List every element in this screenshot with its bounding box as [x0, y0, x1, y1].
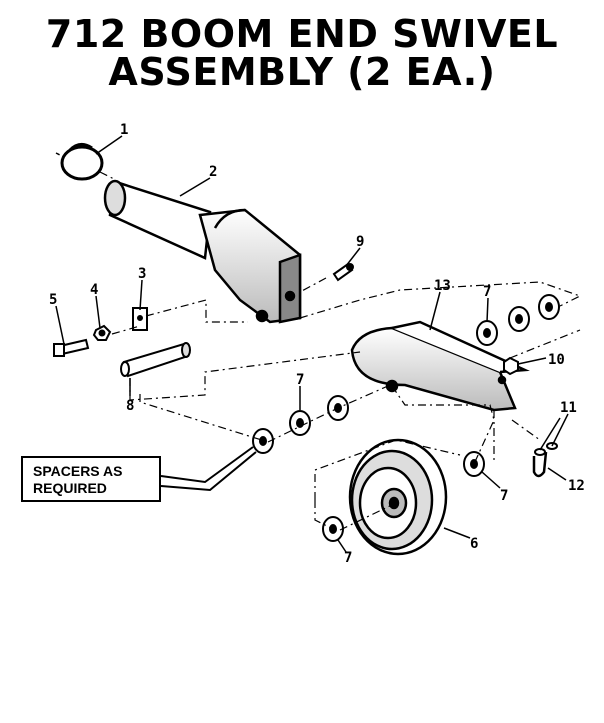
callout-4: 4 [90, 282, 98, 298]
spacers-note-line-2: REQUIRED [33, 480, 107, 496]
part-3-block [132, 307, 148, 331]
diagram-title-line-1: 712 BOOM END SWIVEL [45, 12, 559, 56]
callout-10: 10 [548, 352, 565, 368]
spacers-note: SPACERS AS REQUIRED [21, 456, 161, 502]
part-13-swivel-bracket [350, 320, 530, 412]
part-4-nut [92, 324, 112, 341]
part-6-sheave [348, 438, 448, 556]
diagram-title-line-2: ASSEMBLY (2 EA.) [108, 50, 496, 94]
callout-11: 11 [560, 400, 577, 416]
assembly-centerlines [99, 171, 582, 531]
part-9-grease-fitting [332, 262, 354, 282]
part-8-pin [120, 342, 191, 378]
callout-2: 2 [209, 164, 217, 180]
callout-6: 6 [470, 536, 478, 552]
callout-1: 1 [120, 122, 128, 138]
spacers-leader [160, 446, 257, 492]
callout-12: 12 [568, 478, 585, 494]
callout-7-top: 7 [483, 284, 491, 300]
callout-13: 13 [434, 278, 451, 294]
callout-7-right: 7 [500, 488, 508, 504]
callout-7-bottom: 7 [344, 550, 352, 566]
part-5-bolt [53, 338, 90, 357]
part-10-nut [503, 356, 519, 376]
callout-9: 9 [356, 234, 364, 250]
spacers-note-line-1: SPACERS AS [33, 463, 123, 479]
callout-labels: 1 2 3 4 5 6 7 7 7 7 8 9 10 11 12 13 [49, 122, 585, 566]
part-2-boom-end [103, 179, 302, 324]
part-12-cotter-pin [532, 451, 548, 478]
part-1-clip-ring [55, 143, 104, 181]
callout-8: 8 [126, 398, 134, 414]
leader-lines [55, 135, 569, 553]
callout-5: 5 [49, 292, 57, 308]
callout-3: 3 [138, 266, 146, 282]
callout-7-middle: 7 [296, 372, 304, 388]
